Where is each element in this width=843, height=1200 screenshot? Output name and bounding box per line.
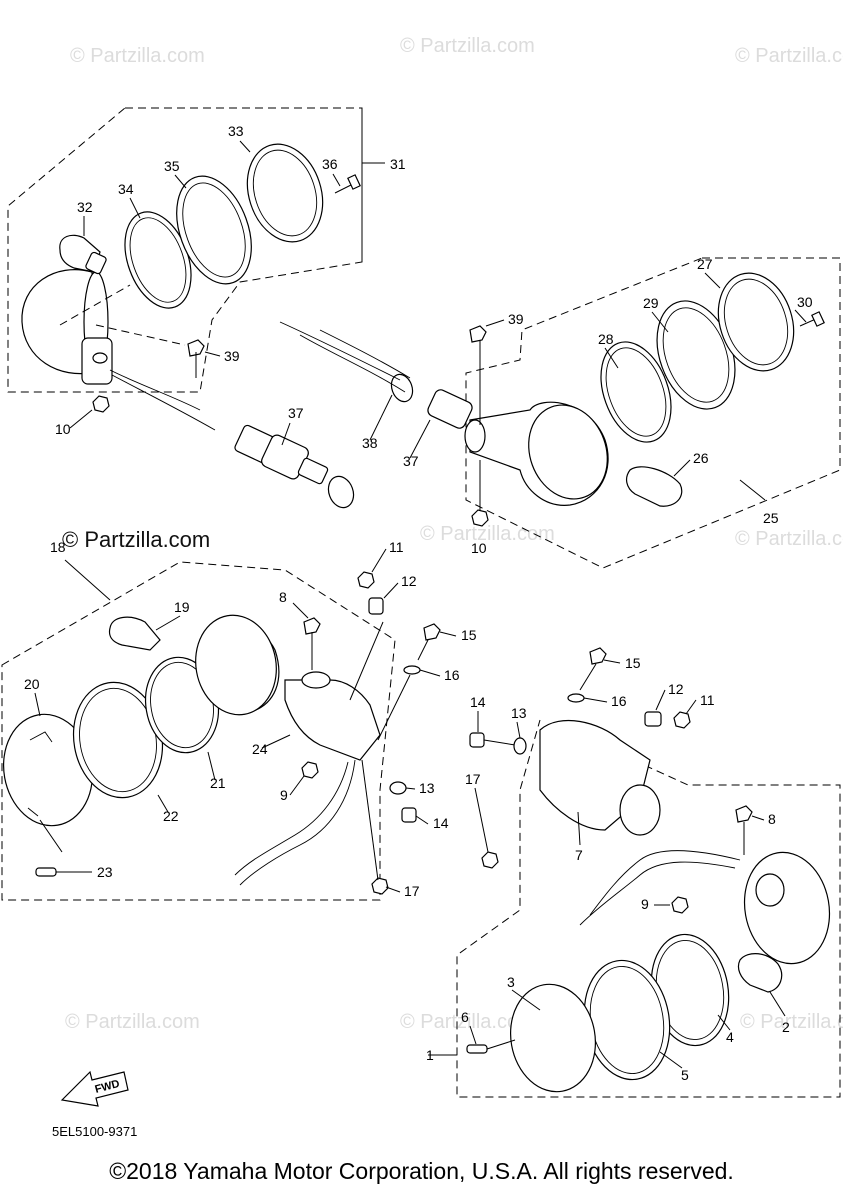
watermark: © Partzilla.com [65,1011,200,1033]
watermark: © Partzilla.com [740,1011,843,1033]
callout-23: 23 [97,864,113,880]
assembly-upper-right [279,257,841,569]
callout-15a: 15 [461,627,477,643]
copyright-notice: ©2018 Yamaha Motor Corporation, U.S.A. A… [109,1158,734,1184]
leader-lines [34,140,807,1069]
callout-31: 31 [390,156,406,172]
watermark-prominent: © Partzilla.com [62,527,210,552]
callout-37a: 37 [288,405,304,421]
callout-33: 33 [228,123,244,139]
callout-11b: 11 [700,692,715,708]
callout-12b: 12 [668,681,684,697]
callout-14b: 14 [470,694,486,710]
callout-30: 30 [797,294,813,310]
callout-1: 1 [426,1047,434,1063]
watermark: © Partzilla.com [735,528,843,550]
callout-5: 5 [681,1067,689,1083]
callout-6: 6 [461,1009,469,1025]
callout-21: 21 [210,775,226,791]
callout-20: 20 [24,676,40,692]
callout-16a: 16 [444,667,460,683]
callout-17b: 17 [465,771,481,787]
callout-36: 36 [322,156,338,172]
callout-25: 25 [763,510,779,526]
callout-16b: 16 [611,693,627,709]
callout-9b: 9 [641,896,649,912]
callout-3: 3 [507,974,515,990]
callout-layer: 1 2 3 4 5 6 7 8 8 9 9 10 10 11 11 12 12 … [24,123,813,1083]
watermark: © Partzilla.com [735,45,843,67]
callout-14a: 14 [433,815,449,831]
callout-8b: 8 [768,811,776,827]
diagram-code: 5EL5100-9371 [52,1124,137,1139]
callout-9a: 9 [280,787,288,803]
callout-10b: 10 [471,540,487,556]
callout-10a: 10 [55,421,71,437]
watermark: © Partzilla.com [400,35,535,57]
callout-12a: 12 [401,573,417,589]
callout-28: 28 [598,331,614,347]
callout-38: 38 [362,435,378,451]
watermark: © Partzilla.com [70,45,205,67]
callout-32: 32 [77,199,93,215]
callout-22: 22 [163,808,179,824]
callout-39a: 39 [224,348,240,364]
assembly-upper-left [7,107,385,509]
callout-34: 34 [118,181,134,197]
callout-17a: 17 [404,883,420,899]
callout-37b: 37 [403,453,419,469]
fwd-arrow-icon: FWD [60,1070,129,1107]
callout-24: 24 [252,741,268,757]
callout-27: 27 [697,256,713,272]
callout-11a: 11 [389,539,404,555]
callout-8a: 8 [279,589,287,605]
callout-29: 29 [643,295,659,311]
callout-19: 19 [174,599,190,615]
assembly-lower-left [1,559,441,901]
callout-18: 18 [50,539,66,555]
callout-4: 4 [726,1029,734,1045]
callout-7: 7 [575,847,583,863]
callout-15b: 15 [625,655,641,671]
callout-35: 35 [164,158,180,174]
watermark: © Partzilla.com [420,523,555,545]
callout-39b: 39 [508,311,524,327]
assembly-lower-right [428,647,841,1098]
watermark: © Partzilla.com [400,1011,535,1033]
watermark-layer: © Partzilla.com © Partzilla.com © Partzi… [62,35,843,1033]
callout-13a: 13 [419,780,435,796]
callout-26: 26 [693,450,709,466]
callout-13b: 13 [511,705,527,721]
callout-2: 2 [782,1019,790,1035]
